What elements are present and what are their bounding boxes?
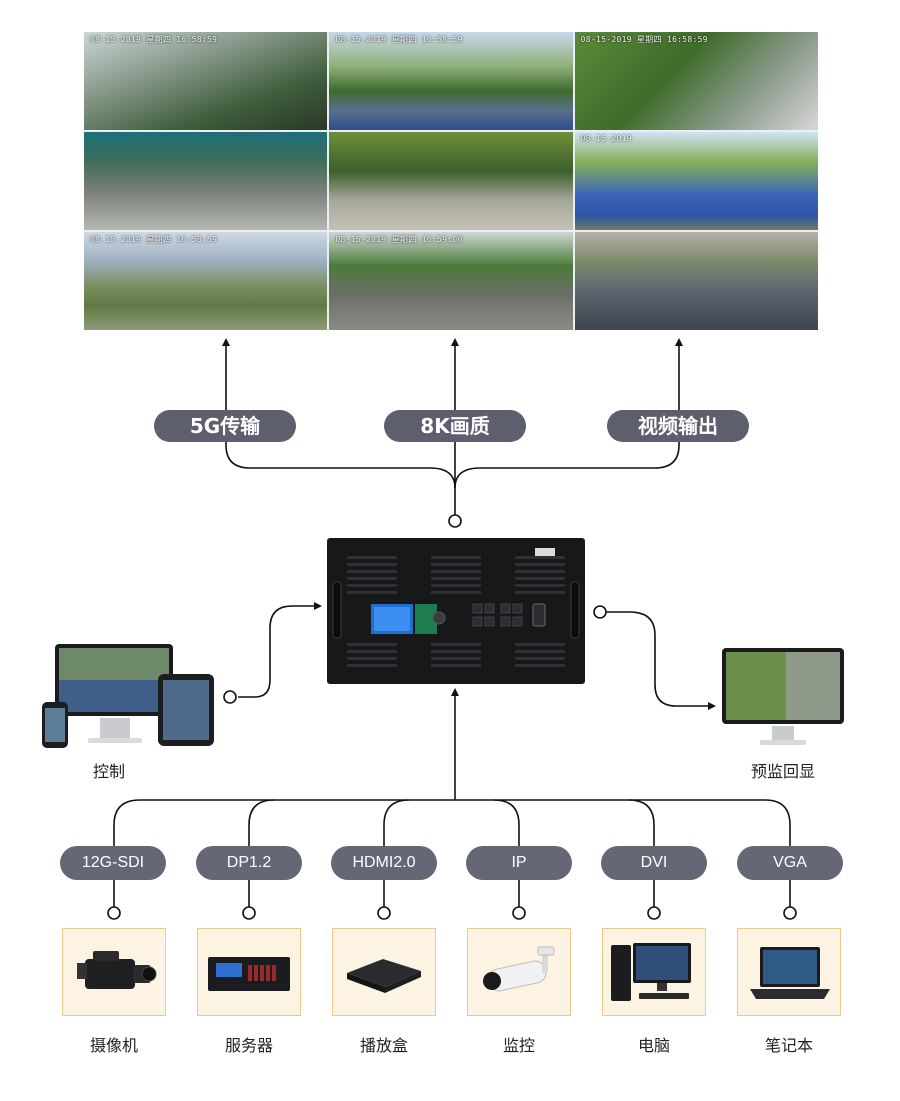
video-tile: 08-15-2019 星期四 16:58:59 xyxy=(574,32,818,130)
video-tile xyxy=(84,132,328,230)
device-panel xyxy=(332,548,580,667)
video-tile: 08-15-2019 xyxy=(574,132,818,230)
surveillance-camera-icon xyxy=(483,946,555,992)
computer-icon xyxy=(611,943,691,1001)
source-label-camera: 摄像机 xyxy=(89,1036,138,1055)
source-label-laptop: 笔记本 xyxy=(764,1036,813,1055)
node-control xyxy=(223,690,237,704)
source-card-player-box xyxy=(332,928,436,1016)
input-pill-hdmi: HDMI2.0 xyxy=(331,846,437,880)
laptop-icon xyxy=(750,947,830,999)
line-to-5g xyxy=(222,338,456,515)
video-tile: 08-15-2019 星期四 16:58:59 xyxy=(84,32,328,130)
feature-pill-output: 视频输出 xyxy=(607,410,749,442)
video-wall: 08-15-2019 星期四 16:58:59 08-15-2019 星期四 1… xyxy=(84,32,818,330)
source-card-surveillance xyxy=(467,928,571,1016)
camera-icon xyxy=(77,951,157,989)
source-label-server: 服务器 xyxy=(224,1036,273,1055)
video-tile: 08-15-2019 星期四 16:59:00 xyxy=(329,232,573,330)
source-label-surveillance: 监控 xyxy=(502,1036,535,1055)
server-icon xyxy=(208,957,290,991)
source-card-laptop xyxy=(737,928,841,1016)
video-tile: 08-15-2019 星期四 16:58:59 xyxy=(84,232,328,330)
source-card-server xyxy=(197,928,301,1016)
video-tile xyxy=(329,132,573,230)
control-label: 控制 xyxy=(92,762,125,781)
input-pill-vga: VGA xyxy=(737,846,843,880)
input-pill-12g-sdi: 12G-SDI xyxy=(60,846,166,880)
feature-pill-5g: 5G传输 xyxy=(154,410,296,442)
node-monitor xyxy=(593,605,607,619)
input-pill-dp: DP1.2 xyxy=(196,846,302,880)
source-label-player-box: 播放盒 xyxy=(359,1036,408,1055)
video-tile: 08-15-2019 星期四 16:58:59 xyxy=(329,32,573,130)
input-pill-dvi: DVI xyxy=(601,846,707,880)
source-label-computer: 电脑 xyxy=(637,1036,670,1055)
line-control xyxy=(238,602,322,698)
control-devices-icon xyxy=(42,644,214,748)
source-card-computer xyxy=(602,928,706,1016)
video-tile xyxy=(574,232,818,330)
line-monitor xyxy=(606,611,716,710)
source-card-camera xyxy=(62,928,166,1016)
video-processor-device xyxy=(327,538,585,684)
player-box-icon xyxy=(347,959,421,993)
line-to-output xyxy=(454,338,683,489)
node-top xyxy=(448,514,462,528)
preview-monitor-icon xyxy=(722,648,844,745)
preview-label: 预监回显 xyxy=(750,762,815,781)
feature-pill-8k: 8K画质 xyxy=(384,410,526,442)
input-pill-ip: IP xyxy=(466,846,572,880)
